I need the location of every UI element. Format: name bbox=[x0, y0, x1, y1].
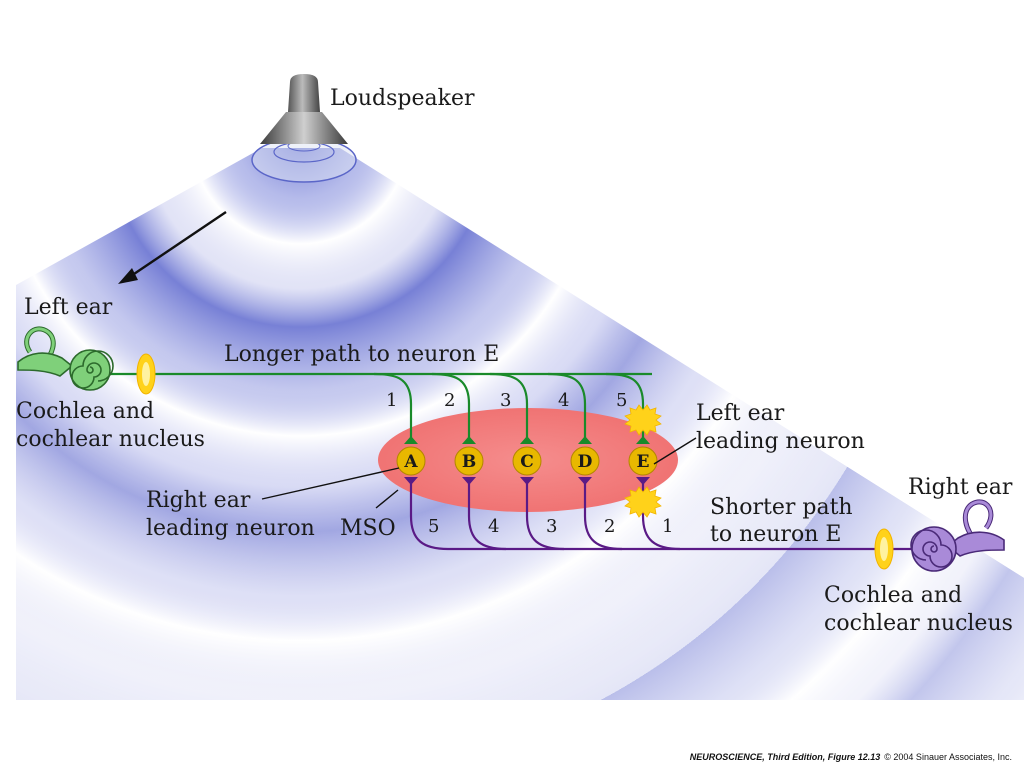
right-ear-leading-label-line1: Right ear bbox=[146, 488, 251, 513]
left-cochlea-label-line1: Cochlea and bbox=[16, 399, 154, 424]
left-ear-pathway bbox=[110, 372, 652, 440]
left-delay-label: 4 bbox=[558, 390, 569, 411]
right-delay-label: 1 bbox=[662, 516, 673, 537]
right-cochlea-label-line2: cochlear nucleus bbox=[824, 611, 1013, 636]
mso-label: MSO bbox=[340, 516, 396, 541]
right-delay-label: 3 bbox=[546, 516, 557, 537]
left-delay-label: 5 bbox=[616, 390, 627, 411]
neuron-e: E bbox=[628, 446, 658, 476]
burst-icon bbox=[624, 486, 662, 518]
left-ear-leading-pointer bbox=[653, 437, 697, 465]
loudspeaker-label: Loudspeaker bbox=[330, 86, 475, 111]
right-ear-pathway bbox=[409, 480, 920, 551]
neuron-d: D bbox=[570, 446, 600, 476]
left-cochlea-icon bbox=[17, 326, 114, 391]
credit-book: NEUROSCIENCE, Third Edition, Figure 12.1… bbox=[690, 752, 881, 762]
sound-direction-arrow-icon bbox=[118, 211, 227, 284]
longer-path-label: Longer path to neuron E bbox=[224, 342, 499, 367]
right-cochlea-label-line1: Cochlea and bbox=[824, 583, 962, 608]
left-ear-leading-label-line1: Left ear bbox=[696, 401, 785, 426]
left-delay-label: 1 bbox=[386, 390, 397, 411]
left-cochlea-label-line2: cochlear nucleus bbox=[16, 427, 205, 452]
left-delay-label: 3 bbox=[500, 390, 511, 411]
right-ear-label: Right ear bbox=[908, 475, 1013, 500]
left-delay-label: 2 bbox=[444, 390, 455, 411]
neuron-e-label: E bbox=[637, 452, 650, 472]
neuron-a: A bbox=[396, 446, 426, 476]
neuron-d-label: D bbox=[578, 452, 593, 472]
right-synapse-terminals bbox=[404, 477, 650, 485]
loudspeaker-icon bbox=[251, 74, 357, 183]
neuron-a-label: A bbox=[403, 452, 418, 472]
left-ear-leading-label-line2: leading neuron bbox=[696, 429, 865, 454]
credit-rights: © 2004 Sinauer Associates, Inc. bbox=[884, 752, 1012, 762]
right-delay-label: 2 bbox=[604, 516, 615, 537]
right-ear-leading-pointer bbox=[261, 467, 400, 500]
neuron-b-label: B bbox=[462, 452, 476, 472]
left-cochlear-nucleus-burst-icon bbox=[136, 353, 156, 395]
right-ear-leading-label-line2: leading neuron bbox=[146, 516, 315, 541]
right-cochlea-icon bbox=[910, 499, 1005, 572]
burst-icon bbox=[624, 404, 662, 436]
mso-pointer bbox=[375, 489, 399, 509]
shorter-path-label-line2: to neuron E bbox=[710, 522, 841, 547]
right-delay-label: 4 bbox=[488, 516, 499, 537]
left-ear-label: Left ear bbox=[24, 295, 113, 320]
left-synapse-terminals bbox=[404, 436, 650, 444]
shorter-path-label-line1: Shorter path bbox=[710, 495, 853, 520]
neuron-c: C bbox=[512, 446, 542, 476]
figure-credit: NEUROSCIENCE, Third Edition, Figure 12.1… bbox=[690, 752, 1012, 762]
right-cochlear-nucleus-burst-icon bbox=[874, 528, 894, 570]
neuron-b: B bbox=[454, 446, 484, 476]
right-delay-label: 5 bbox=[428, 516, 439, 537]
neuron-c-label: C bbox=[520, 452, 534, 472]
